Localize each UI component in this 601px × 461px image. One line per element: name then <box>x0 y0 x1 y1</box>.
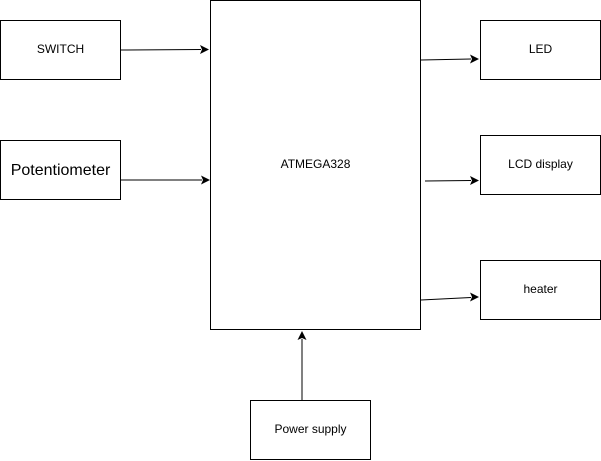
power-supply-block: Power supply <box>250 400 371 460</box>
arrow-mcu-to-led <box>420 54 479 64</box>
led-block: LED <box>480 20 601 80</box>
arrow-potentiometer-to-mcu <box>121 175 210 185</box>
arrow-mcu-to-heater <box>420 292 479 302</box>
heater-block: heater <box>480 260 601 320</box>
lcd-label: LCD display <box>508 157 573 171</box>
potentiometer-block: Potentiometer <box>0 140 121 200</box>
potentiometer-label: Potentiometer <box>11 162 111 179</box>
power-supply-label: Power supply <box>274 422 346 436</box>
arrow-switch-to-mcu <box>120 45 209 54</box>
switch-block: SWITCH <box>0 20 121 80</box>
arrow-power-to-mcu <box>297 331 307 400</box>
arrow-mcu-to-lcd <box>424 176 479 185</box>
mcu-label: ATMEGA328 <box>281 157 351 171</box>
led-label: LED <box>529 42 553 56</box>
mcu-block: ATMEGA328 <box>210 0 421 330</box>
heater-label: heater <box>523 282 557 296</box>
switch-label: SWITCH <box>37 42 84 56</box>
lcd-block: LCD display <box>480 135 601 195</box>
